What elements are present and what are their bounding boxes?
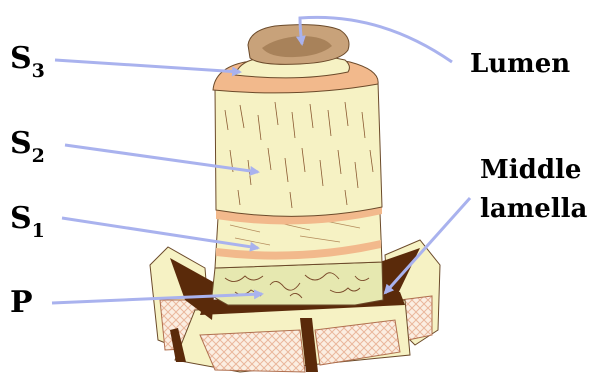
label-s3: S3 — [10, 41, 45, 82]
label-lamella: lamella — [480, 194, 588, 224]
label-s1: S1 — [10, 201, 45, 242]
primary-wall-p — [212, 262, 383, 305]
label-middle: Middle — [480, 155, 581, 185]
lumen — [248, 25, 349, 65]
s2-layer — [215, 82, 382, 216]
label-p: P — [10, 285, 33, 320]
arrow-s3 — [55, 60, 240, 72]
label-lumen: Lumen — [470, 49, 570, 79]
label-s2: S2 — [10, 126, 45, 167]
